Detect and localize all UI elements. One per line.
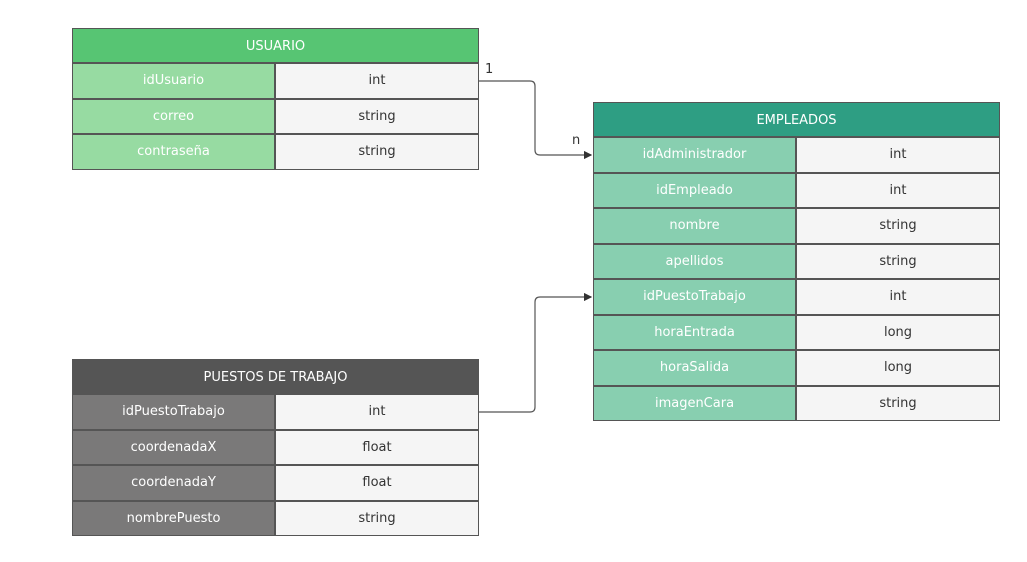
empleados-entity[interactable]: EMPLEADOS idAdministrador int idEmpleado… [593, 102, 1000, 421]
usuario-entity-title: USUARIO [72, 28, 479, 63]
field-name: idAdministrador [593, 137, 796, 173]
field-name: coordenadaY [72, 465, 275, 501]
field-type: float [275, 429, 479, 465]
puestos-empleados-connector [479, 292, 593, 413]
field-name: idUsuario [72, 63, 275, 99]
puestos-field-row: coordenadaY float [72, 465, 479, 501]
field-type: int [275, 63, 479, 99]
field-type: string [796, 385, 1000, 421]
usuario-field-row: correo string [72, 98, 479, 134]
empleados-field-row: idAdministrador int [593, 137, 1000, 173]
cardinality-one-label: 1 [485, 62, 494, 77]
puestos-field-row: idPuestoTrabajo int [72, 394, 479, 430]
field-name: imagenCara [593, 385, 796, 421]
field-name: idEmpleado [593, 172, 796, 208]
field-type: long [796, 350, 1000, 386]
empleados-field-row: nombre string [593, 208, 1000, 244]
puestos-entity-title: PUESTOS DE TRABAJO [72, 359, 479, 394]
field-type: long [796, 314, 1000, 350]
usuario-field-row: idUsuario int [72, 63, 479, 99]
field-name: horaEntrada [593, 314, 796, 350]
field-type: string [275, 134, 479, 170]
usuario-entity[interactable]: USUARIO idUsuario int correo string cont… [72, 28, 479, 170]
field-type: int [275, 394, 479, 430]
field-type: float [275, 465, 479, 501]
field-name: apellidos [593, 243, 796, 279]
field-name: nombre [593, 208, 796, 244]
field-type: int [796, 137, 1000, 173]
cardinality-many-label: n [572, 133, 581, 148]
empleados-field-row: horaEntrada long [593, 314, 1000, 350]
field-type: string [275, 98, 479, 134]
empleados-field-row: apellidos string [593, 243, 1000, 279]
empleados-field-row: idPuestoTrabajo int [593, 279, 1000, 315]
field-type: string [275, 500, 479, 536]
field-name: correo [72, 98, 275, 134]
field-name: coordenadaX [72, 429, 275, 465]
field-name: nombrePuesto [72, 500, 275, 536]
empleados-field-row: imagenCara string [593, 385, 1000, 421]
field-name: horaSalida [593, 350, 796, 386]
empleados-field-row: idEmpleado int [593, 172, 1000, 208]
puestos-field-row: coordenadaX float [72, 429, 479, 465]
field-name: idPuestoTrabajo [593, 279, 796, 315]
puestos-entity[interactable]: PUESTOS DE TRABAJO idPuestoTrabajo int c… [72, 359, 479, 536]
field-name: idPuestoTrabajo [72, 394, 275, 430]
field-type: int [796, 172, 1000, 208]
usuario-empleados-connector [479, 80, 593, 160]
field-type: string [796, 243, 1000, 279]
empleados-entity-title: EMPLEADOS [593, 102, 1000, 137]
puestos-field-row: nombrePuesto string [72, 500, 479, 536]
field-type: int [796, 279, 1000, 315]
field-name: contraseña [72, 134, 275, 170]
empleados-field-row: horaSalida long [593, 350, 1000, 386]
field-type: string [796, 208, 1000, 244]
usuario-field-row: contraseña string [72, 134, 479, 170]
